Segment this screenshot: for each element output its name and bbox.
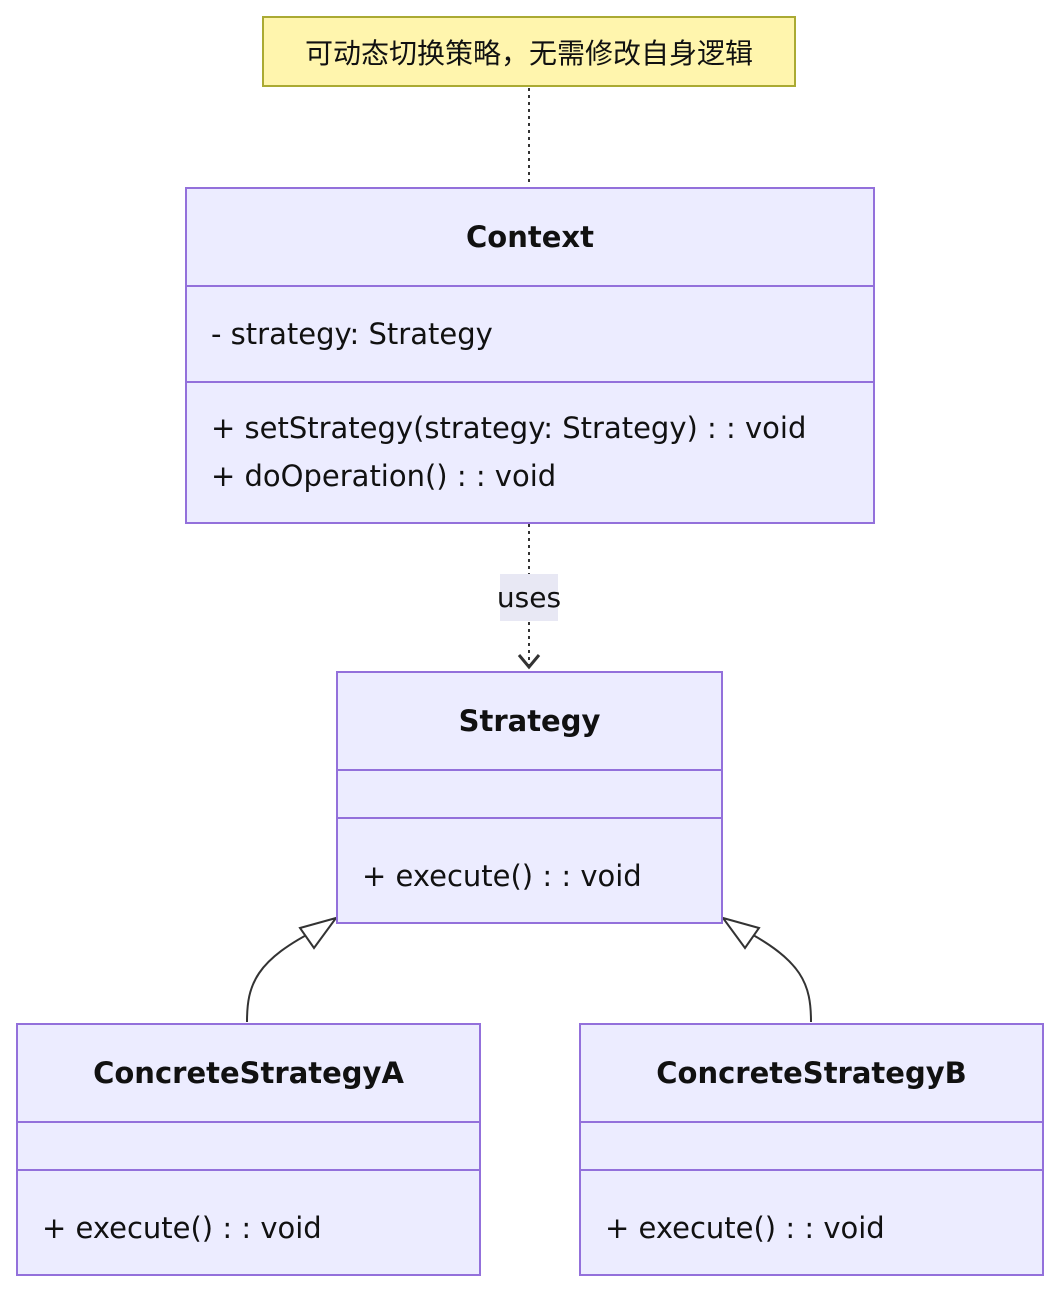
note-text: 可动态切换策略，无需修改自身逻辑 <box>304 36 753 70</box>
class-context-title: Context <box>187 189 873 285</box>
inheritance-arrowhead-b <box>720 916 761 950</box>
uses-label: uses <box>496 574 562 621</box>
class-concrete-strategy-a-methods: + execute() : : void <box>18 1169 479 1274</box>
method: + doOperation() : : void <box>211 459 557 493</box>
class-concrete-strategy-b-title: ConcreteStrategyB <box>581 1025 1042 1121</box>
method: + setStrategy(strategy: Strategy) : : vo… <box>211 411 807 445</box>
class-concrete-strategy-a-attributes <box>18 1121 479 1169</box>
inheritance-line-b <box>739 927 812 1023</box>
class-concrete-strategy-b-attributes <box>581 1121 1042 1169</box>
class-strategy: Strategy + execute() : : void <box>336 671 723 924</box>
method: + execute() : : void <box>362 859 642 893</box>
inheritance-line-a <box>246 927 321 1023</box>
method: + execute() : : void <box>42 1211 322 1245</box>
class-name: ConcreteStrategyA <box>93 1056 404 1090</box>
class-concrete-strategy-b-methods: + execute() : : void <box>581 1169 1042 1274</box>
class-name: Strategy <box>458 704 601 738</box>
class-concrete-strategy-b: ConcreteStrategyB + execute() : : void <box>579 1023 1044 1276</box>
class-strategy-methods: + execute() : : void <box>338 817 721 922</box>
class-context-methods: + setStrategy(strategy: Strategy) : : vo… <box>187 381 873 522</box>
uses-label-text: uses <box>496 581 562 614</box>
inheritance-arrowhead-a <box>298 916 339 950</box>
class-strategy-title: Strategy <box>338 673 721 769</box>
attribute: - strategy: Strategy <box>211 317 493 351</box>
class-name: Context <box>466 220 594 254</box>
class-concrete-strategy-a-title: ConcreteStrategyA <box>18 1025 479 1121</box>
class-name: ConcreteStrategyB <box>656 1056 967 1090</box>
class-context: Context - strategy: Strategy + setStrate… <box>185 187 875 524</box>
note-box: 可动态切换策略，无需修改自身逻辑 <box>262 16 796 87</box>
class-strategy-attributes <box>338 769 721 817</box>
class-context-attributes: - strategy: Strategy <box>187 285 873 381</box>
method: + execute() : : void <box>605 1211 885 1245</box>
uses-arrowhead <box>517 654 541 670</box>
class-concrete-strategy-a: ConcreteStrategyA + execute() : : void <box>16 1023 481 1276</box>
